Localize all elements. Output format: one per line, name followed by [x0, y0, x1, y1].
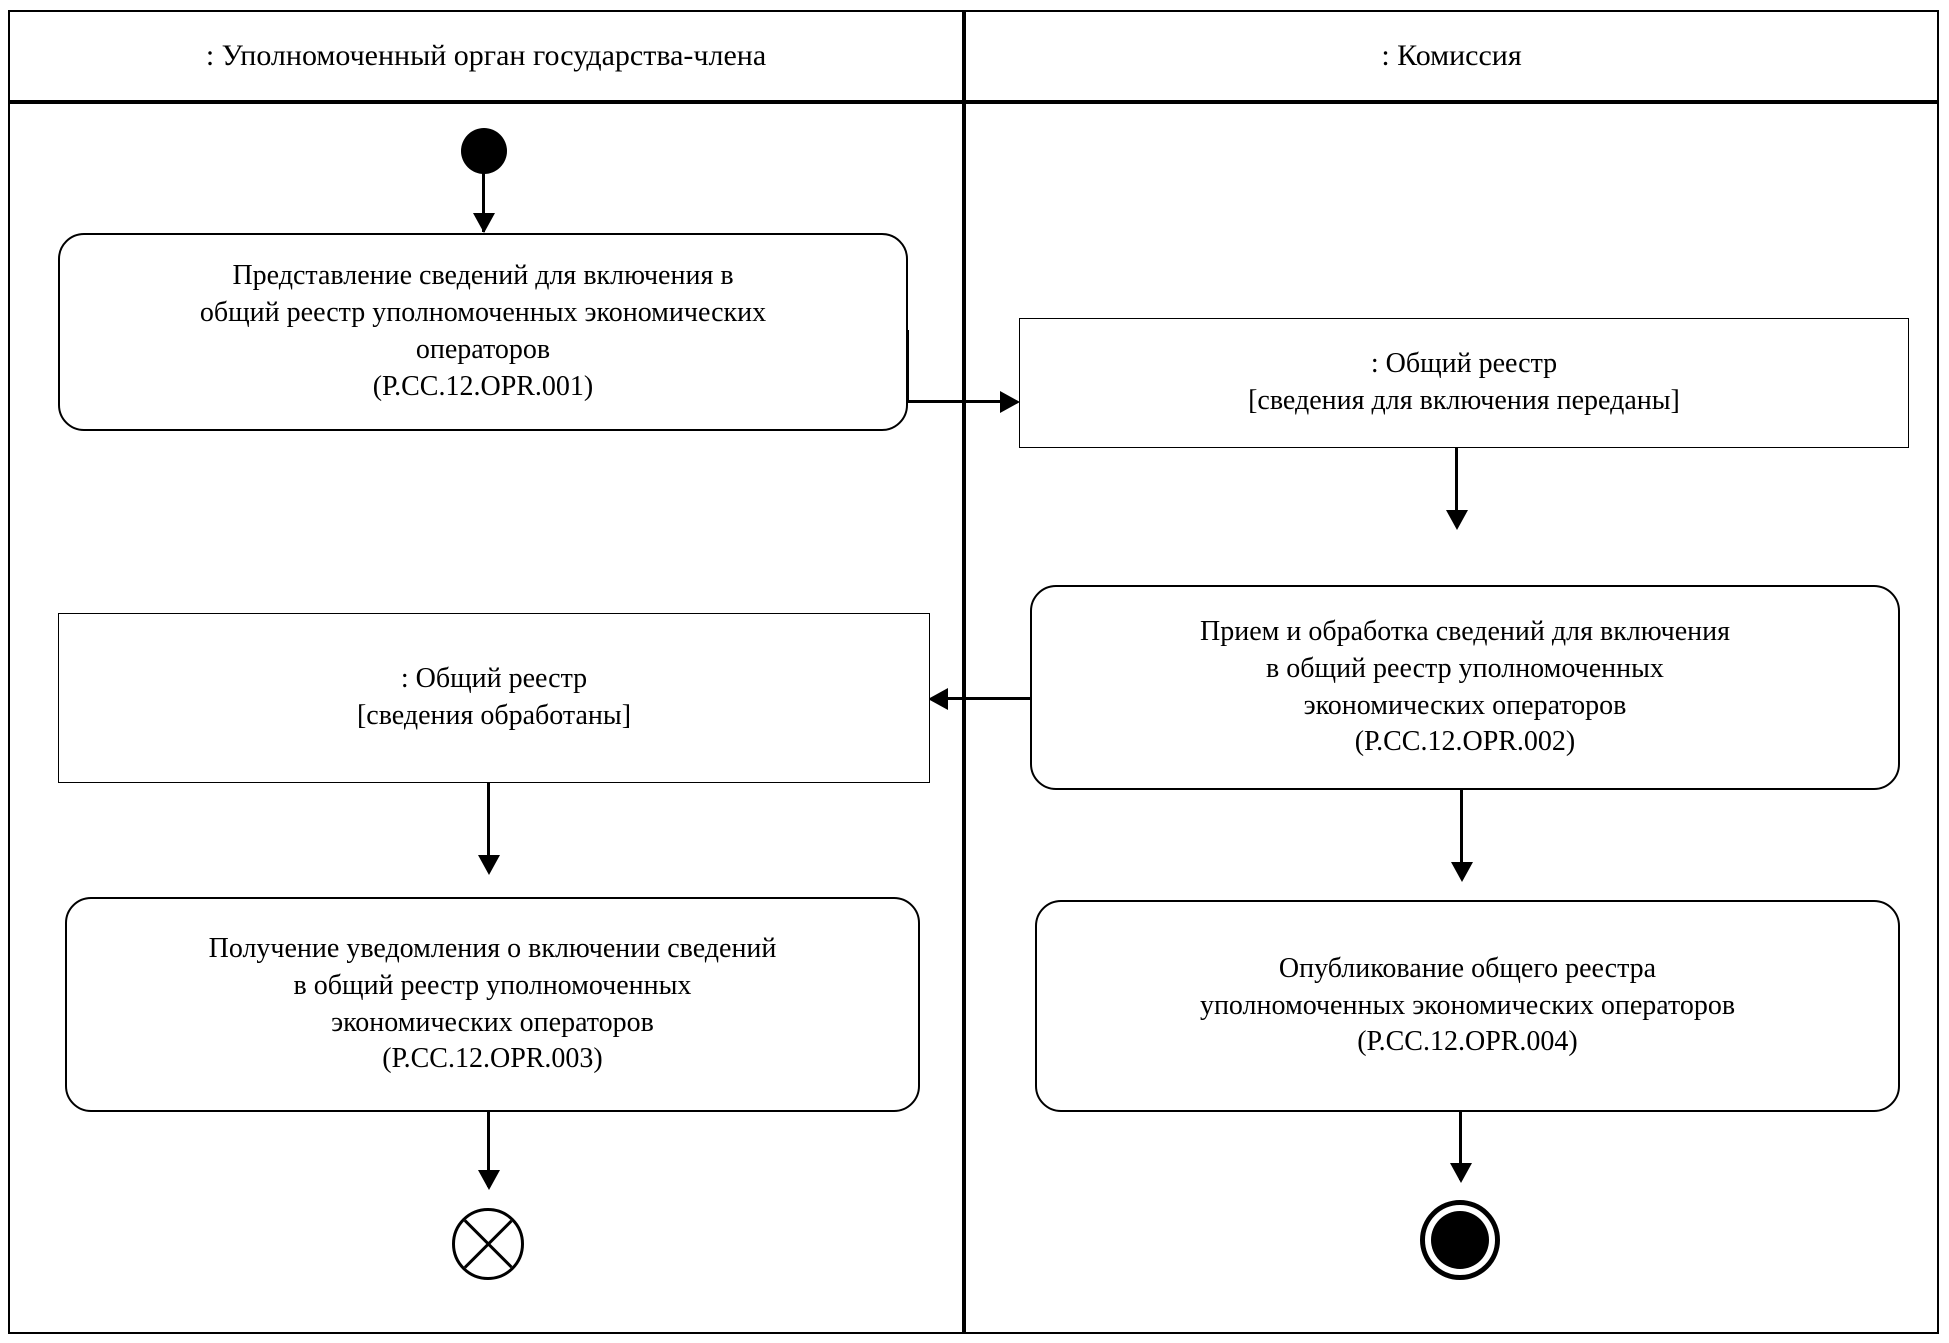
action3-line-1: Получение уведомления о включении сведен…: [208, 932, 777, 964]
action2-line-3: экономических операторов: [1303, 689, 1627, 721]
arrowhead-action3-to-flow-final: [478, 1170, 500, 1190]
arrowhead-object1-to-action2: [1446, 510, 1468, 530]
flow-action4-to-final: [1459, 1112, 1462, 1180]
flow-action3-to-flow-final: [487, 1112, 490, 1187]
action3-line-3: экономических операторов: [331, 1006, 654, 1038]
flow-action1-to-object1: [908, 400, 1011, 403]
flow-action2-to-action4: [1460, 790, 1463, 872]
flow-object2-to-action3: [487, 783, 490, 869]
action3-line-2: в общий реестр уполномоченных: [293, 969, 692, 1001]
action-node-publish-register[interactable]: Опубликование общего реестра уполномочен…: [1035, 900, 1900, 1112]
object1-line-2: [сведения для включения переданы]: [1248, 385, 1680, 416]
action-node-receive-notification[interactable]: Получение уведомления о включении сведен…: [65, 897, 920, 1112]
object2-line-1: : Общий реестр: [400, 663, 588, 695]
object2-line-2: [сведения обработаны]: [356, 700, 632, 731]
flow-object1-to-action2: [1455, 448, 1458, 520]
action1-line-3: операторов: [415, 334, 551, 365]
action1-line-4: (Р.СС.12.OPR.001): [372, 370, 594, 402]
swimlane-header-commission: : Комиссия: [964, 10, 1939, 102]
arrowhead-action4-to-final: [1450, 1163, 1472, 1183]
flow-final-node: [452, 1208, 524, 1280]
swimlane-header-member-state-authority: : Уполномоченный орган государства-члена: [8, 10, 964, 102]
activity-final-node: [1420, 1200, 1500, 1280]
object1-line-1: : Общий реестр: [1370, 348, 1558, 380]
arrowhead-start-to-action1: [473, 213, 495, 233]
object-node-common-register-processed[interactable]: : Общий реестр [сведения обработаны]: [58, 613, 930, 783]
action4-line-2: уполномоченных экономических операторов: [1199, 989, 1736, 1021]
arrowhead-object2-to-action3: [478, 855, 500, 875]
action4-line-3: (Р.СС.12.OPR.004): [1357, 1026, 1578, 1058]
arrowhead-action2-to-action4: [1451, 862, 1473, 882]
flow-start-to-action1: [482, 170, 485, 232]
object-node-common-register-transferred[interactable]: : Общий реестр [сведения для включения п…: [1019, 318, 1909, 448]
flow-action1-to-object1-riser: [906, 330, 909, 402]
arrowhead-action1-to-object1: [1000, 391, 1020, 413]
action2-line-4: (Р.СС.12.OPR.002): [1354, 726, 1576, 758]
swimlane-title-commission: : Комиссия: [1381, 39, 1522, 72]
action-node-submit-data[interactable]: Представление сведений для включения в о…: [58, 233, 908, 431]
initial-node: [461, 128, 507, 174]
action2-line-1: Прием и обработка сведений для включения: [1199, 615, 1730, 647]
action-node-receive-and-process[interactable]: Прием и обработка сведений для включения…: [1030, 585, 1900, 790]
swimlane-title-member-state-authority: : Уполномоченный орган государства-члена: [205, 39, 767, 72]
action2-line-2: в общий реестр уполномоченных: [1266, 652, 1664, 684]
action1-line-1: Представление сведений для включения в: [232, 260, 734, 292]
activity-final-node-core: [1431, 1211, 1489, 1269]
action4-line-1: Опубликование общего реестра: [1278, 952, 1657, 984]
action3-line-4: (Р.СС.12.OPR.003): [382, 1043, 603, 1075]
action1-line-2: общий реестр уполномоченных экономически…: [199, 297, 767, 329]
flow-action2-to-object2: [948, 697, 1032, 700]
arrowhead-action2-to-object2: [928, 688, 948, 710]
